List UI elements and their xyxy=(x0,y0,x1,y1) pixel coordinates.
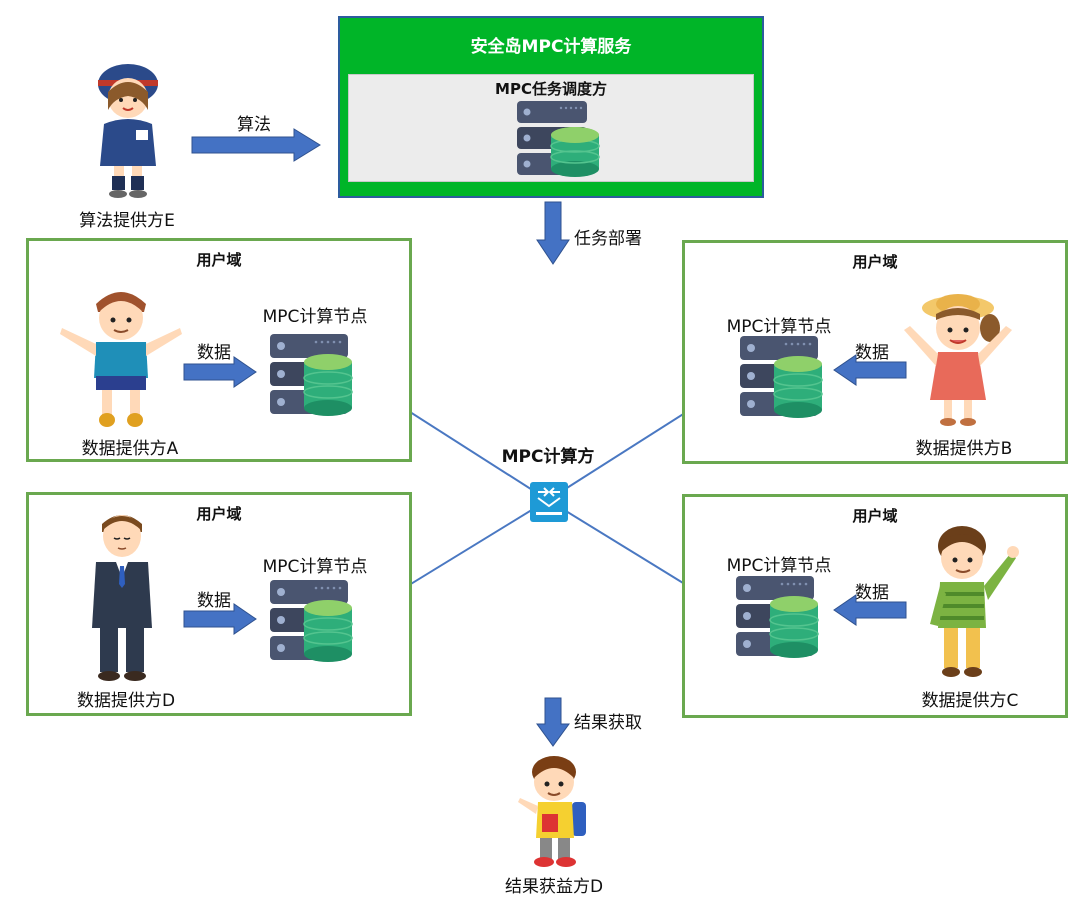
domain-title: 用户域 xyxy=(852,253,898,271)
scheduler-panel: MPC任务调度方 xyxy=(348,74,754,182)
algo-provider-label: 算法提供方E xyxy=(79,211,175,231)
provider-a-figure xyxy=(56,282,186,436)
provider-b-label: 数据提供方B xyxy=(915,439,1013,459)
node-d-server-icon xyxy=(270,578,354,668)
result-label: 结果获取 xyxy=(574,713,642,733)
domain-title: 用户域 xyxy=(852,507,898,525)
data-arrow-d xyxy=(183,603,257,635)
algorithm-arrow-label: 算法 xyxy=(237,115,271,135)
domain-title: 用户域 xyxy=(196,251,242,269)
provider-c-figure xyxy=(918,524,1019,684)
deploy-label: 任务部署 xyxy=(574,229,642,249)
result-arrow xyxy=(536,697,570,747)
provider-c-label: 数据提供方C xyxy=(921,691,1019,711)
provider-d-figure xyxy=(84,508,160,688)
provider-a-label: 数据提供方A xyxy=(81,439,179,459)
algo-provider-figure xyxy=(86,62,170,206)
hub-label: MPC计算方 xyxy=(501,447,595,467)
data-arrow-c-label: 数据 xyxy=(855,583,889,603)
node-d-label: MPC计算节点 xyxy=(262,557,368,577)
node-a-label: MPC计算节点 xyxy=(262,307,368,327)
data-arrow-a xyxy=(183,356,257,388)
hub-switch-icon xyxy=(530,482,568,526)
beneficiary-figure xyxy=(514,752,594,874)
node-c-server-icon xyxy=(736,574,820,664)
data-arrow-c xyxy=(833,594,907,626)
node-b-server-icon xyxy=(740,334,824,424)
provider-d-label: 数据提供方D xyxy=(76,691,176,711)
data-arrow-b-label: 数据 xyxy=(855,343,889,363)
algorithm-arrow xyxy=(191,128,321,162)
data-arrow-b xyxy=(833,354,907,386)
service-title: 安全岛MPC计算服务 xyxy=(470,37,632,57)
domain-title: 用户域 xyxy=(196,505,242,523)
provider-b-figure xyxy=(900,288,1016,432)
data-arrow-a-label: 数据 xyxy=(197,343,231,363)
node-a-server-icon xyxy=(270,332,354,422)
beneficiary-label: 结果获益方D xyxy=(504,877,604,897)
scheduler-server-icon xyxy=(517,99,601,181)
scheduler-label: MPC任务调度方 xyxy=(495,80,607,98)
node-b-label: MPC计算节点 xyxy=(726,317,832,337)
mpc-service-box: 安全岛MPC计算服务 MPC任务调度方 xyxy=(338,16,764,198)
deploy-arrow xyxy=(536,201,570,265)
node-c-label: MPC计算节点 xyxy=(726,556,832,576)
data-arrow-d-label: 数据 xyxy=(197,591,231,611)
